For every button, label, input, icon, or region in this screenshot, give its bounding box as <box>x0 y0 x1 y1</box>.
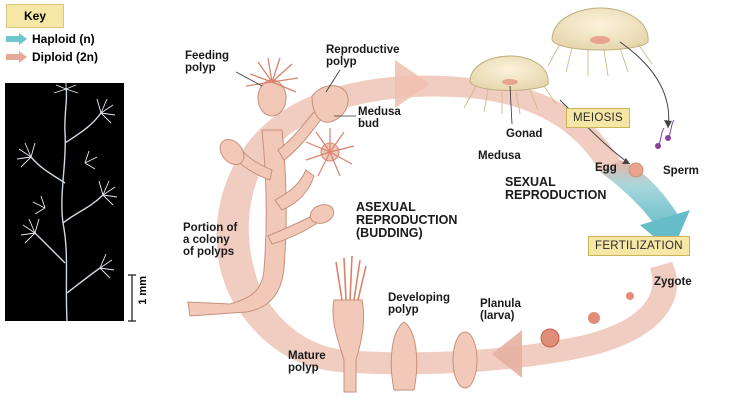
label-sexual-reproduction: SEXUAL REPRODUCTION <box>505 175 607 202</box>
key-diploid-label: Diploid (2n) <box>32 50 98 64</box>
mature-polyp <box>332 255 367 393</box>
label-meiosis: MEIOSIS <box>566 108 631 128</box>
blastula <box>540 328 560 348</box>
medusa-small <box>463 55 557 115</box>
embryo-cell <box>588 312 600 324</box>
label-sperm: Sperm <box>663 165 699 177</box>
key-title: Key <box>6 4 64 28</box>
label-asexual-reproduction: ASEXUAL REPRODUCTION (BUDDING) <box>356 200 458 240</box>
label-medusa-bud: Medusa bud <box>358 106 401 130</box>
label-zygote: Zygote <box>654 276 692 288</box>
label-medusa: Medusa <box>478 150 521 162</box>
developing-polyp <box>390 321 418 391</box>
colony-photo <box>5 83 124 322</box>
diploid-arrow-icon <box>6 51 27 63</box>
zygote-cell <box>626 292 634 300</box>
sperm-arrow <box>619 41 670 129</box>
label-feeding-polyp: Feeding polyp <box>185 50 230 74</box>
label-reproductive-polyp: Reproductive polyp <box>326 44 400 68</box>
label-fertilization: FERTILIZATION <box>588 236 690 256</box>
budding-polyp <box>305 128 355 177</box>
label-mature-polyp: Mature polyp <box>288 350 326 374</box>
label-developing-polyp: Developing polyp <box>388 292 450 316</box>
planula <box>452 331 478 389</box>
egg-cell <box>628 162 644 178</box>
haploid-arrow-icon <box>6 33 27 45</box>
key-haploid-label: Haploid (n) <box>32 32 95 46</box>
label-planula: Planula (larva) <box>480 298 521 322</box>
label-portion-colony: Portion of a colony of polyps <box>183 222 238 258</box>
key-haploid: Haploid (n) <box>6 32 95 46</box>
label-egg: Egg <box>595 162 617 174</box>
key-diploid: Diploid (2n) <box>6 50 98 64</box>
sperm-cells <box>655 119 675 149</box>
leader-lines <box>235 69 513 125</box>
medusa-large <box>547 7 653 77</box>
label-gonad: Gonad <box>506 128 543 140</box>
scale-bar <box>128 274 136 322</box>
polyp-colony <box>187 79 349 317</box>
